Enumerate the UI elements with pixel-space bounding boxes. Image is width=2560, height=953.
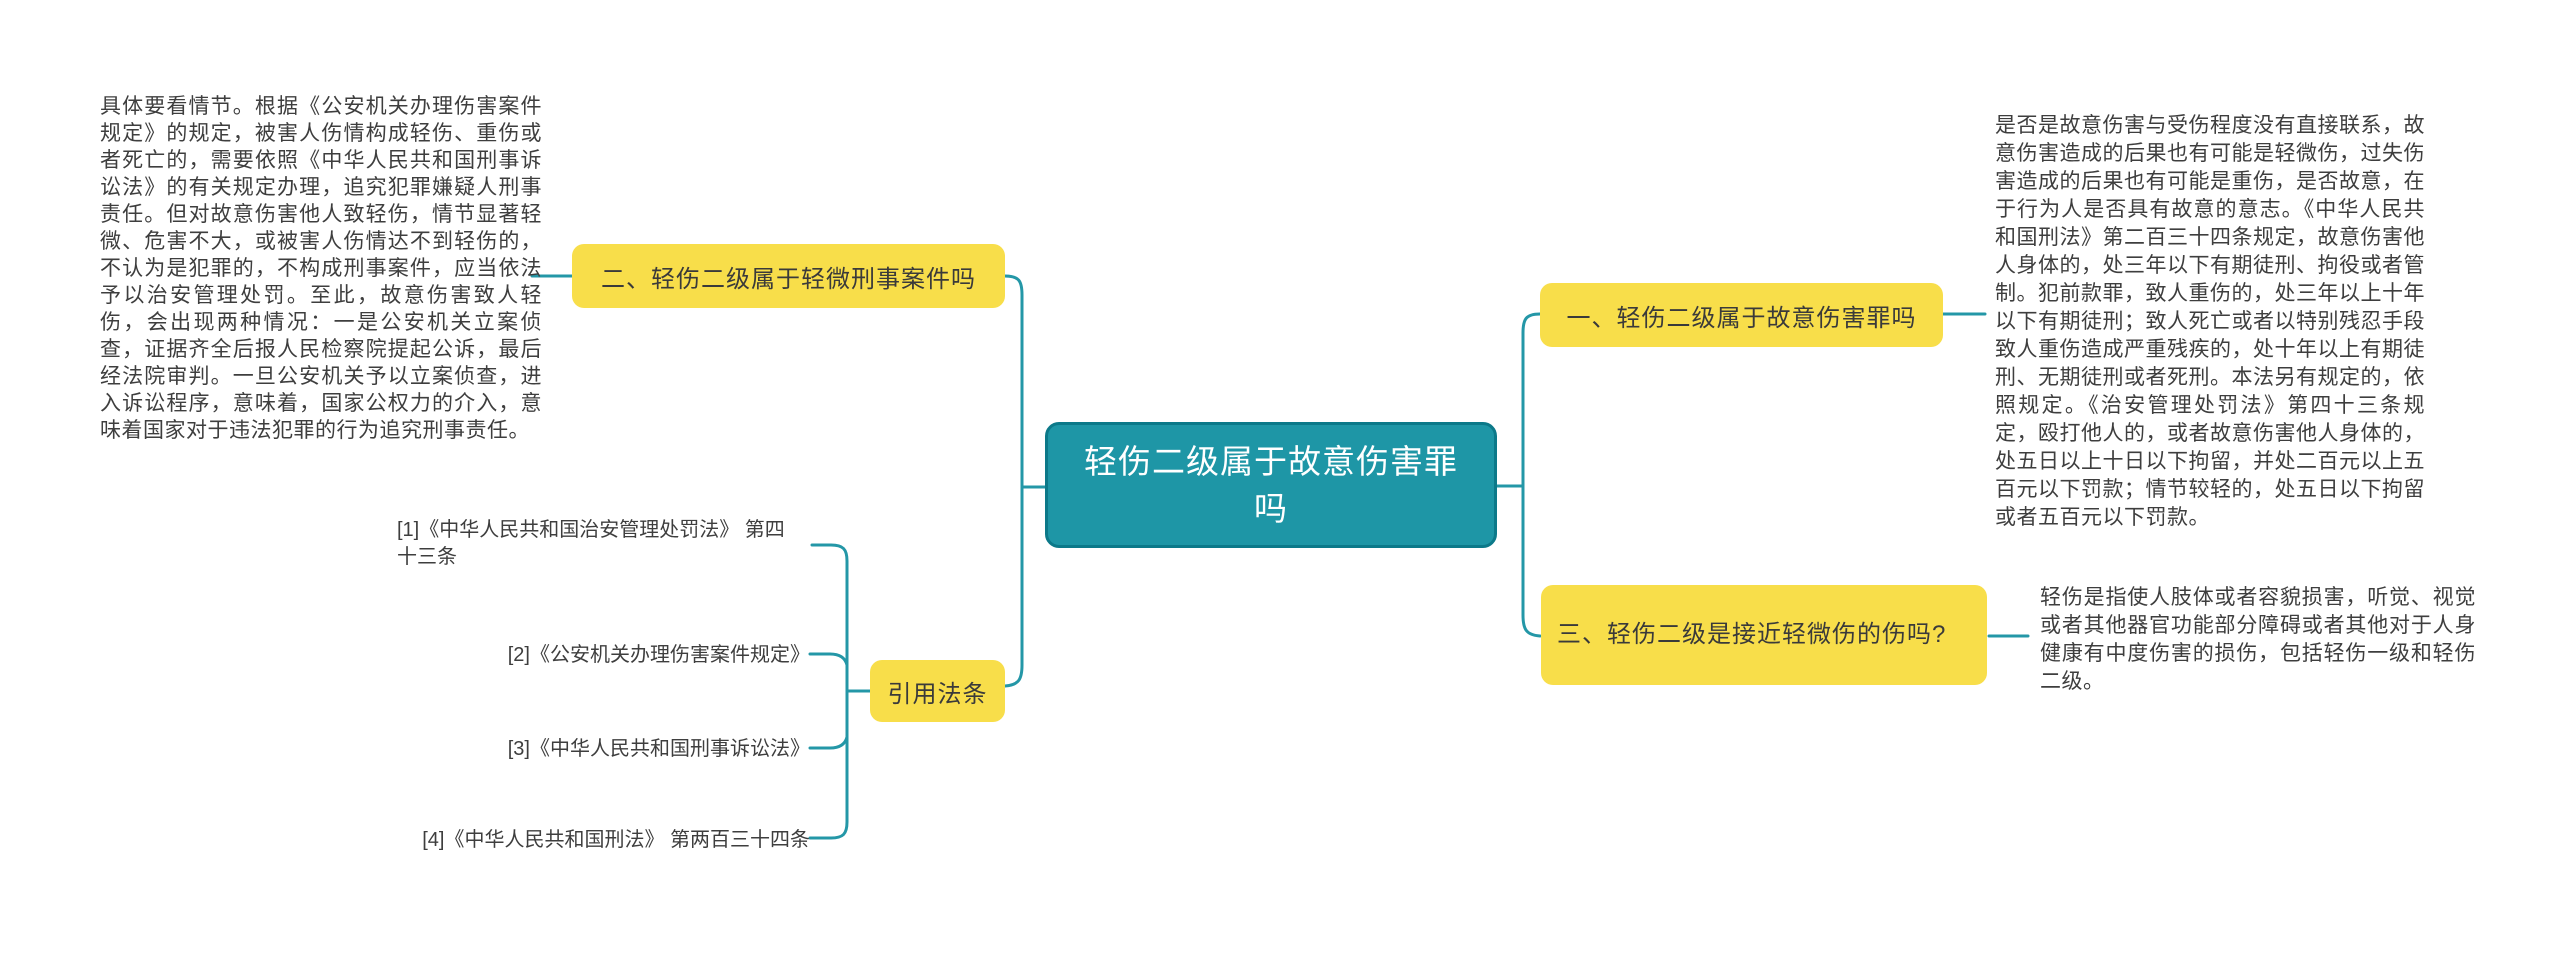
branch-node-3-label: 三、轻伤二级是接近轻微伤的伤吗? (1557, 621, 1947, 648)
branch-node-2[interactable]: 二、轻伤二级属于轻微刑事案件吗 (572, 244, 1005, 308)
branch-node-1[interactable]: 一、轻伤二级属于故意伤害罪吗 (1540, 283, 1943, 347)
branch-3-note[interactable]: 轻伤是指使人肢体或者容貌损害，听觉、视觉或者其他器官功能部分障碍或者其他对于人身… (2040, 586, 2476, 693)
branch-node-3[interactable]: 三、轻伤二级是接近轻微伤的伤吗? (1541, 585, 1987, 685)
citation-item-2[interactable]: [2]《公安机关办理伤害案件规定》 (507, 644, 810, 666)
branch-node-1-label: 一、轻伤二级属于故意伤害罪吗 (1566, 304, 1917, 332)
root-node[interactable]: 轻伤二级属于故意伤害罪吗 (1045, 422, 1497, 548)
citation-item-1[interactable]: [1]《中华人民共和国治安管理处罚法》 第四十三条 (397, 519, 785, 568)
citations-node[interactable]: 引用法条 (870, 660, 1005, 722)
branch-2-note[interactable]: 具体要看情节。根据《公安机关办理伤害案件规定》的规定，被害人伤情构成轻伤、重伤或… (100, 95, 542, 442)
citation-item-4[interactable]: [4]《中华人民共和国刑法》 第两百三十四条 (422, 829, 810, 851)
branch-1-note[interactable]: 是否是故意伤害与受伤程度没有直接联系，故意伤害造成的后果也有可能是轻微伤，过失伤… (1995, 114, 2425, 529)
root-node-label: 轻伤二级属于故意伤害罪吗 (1084, 443, 1458, 527)
citations-node-label: 引用法条 (887, 680, 988, 708)
citation-item-3[interactable]: [3]《中华人民共和国刑事诉讼法》 (507, 738, 810, 760)
branch-node-2-label: 二、轻伤二级属于轻微刑事案件吗 (601, 265, 976, 293)
